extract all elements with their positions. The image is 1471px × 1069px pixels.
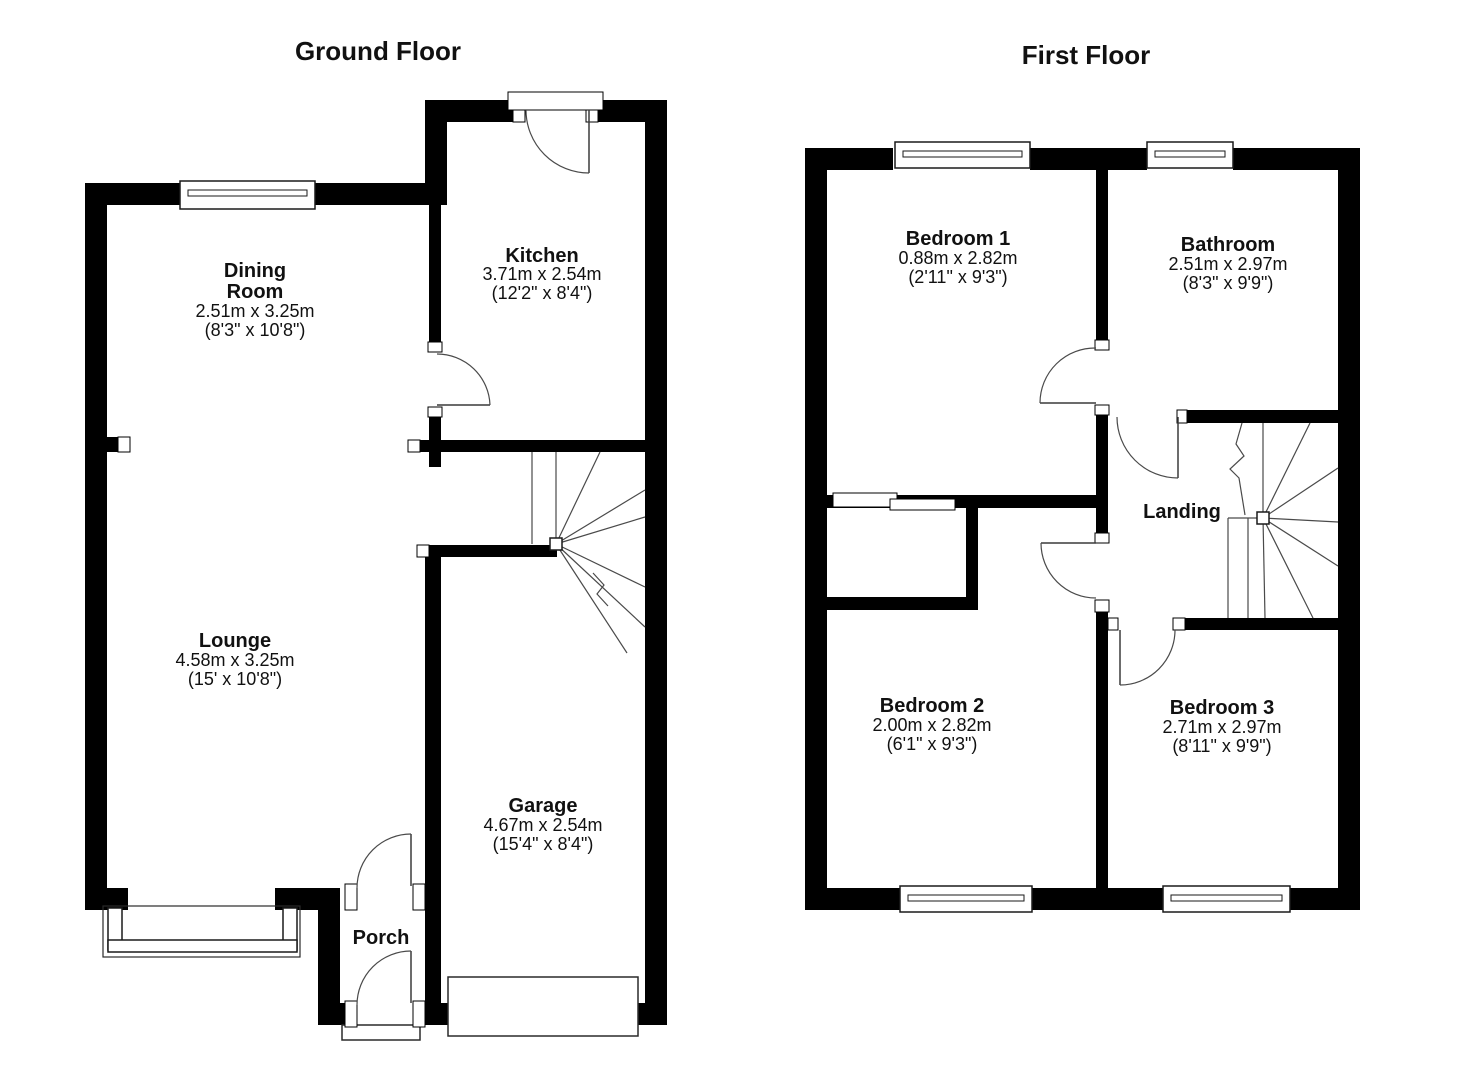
ground-floor-plan: Ground Floor <box>85 36 667 1041</box>
bathroom-imperial: (8'3" x 9'9") <box>1183 273 1274 293</box>
dining-room-window <box>179 180 316 210</box>
bedroom3-metric: 2.71m x 2.97m <box>1162 717 1281 737</box>
first-floor-stairs <box>1227 422 1339 619</box>
overstairs-recess <box>832 492 898 508</box>
kitchen-metric: 3.71m x 2.54m <box>482 264 601 284</box>
kitchen-label: Kitchen <box>505 245 578 267</box>
dining-room-metric: 2.51m x 3.25m <box>195 301 314 321</box>
bedroom3-window <box>1162 885 1291 913</box>
bathroom-metric: 2.51m x 2.97m <box>1168 254 1287 274</box>
first-floor-title: First Floor <box>1022 40 1151 70</box>
kitchen-entry-door <box>507 91 604 174</box>
ground-floor-stairs <box>531 451 646 654</box>
bedroom2-label: Bedroom 2 <box>880 695 984 717</box>
bedroom3-door <box>1119 629 1176 686</box>
porch-inner-door <box>356 833 412 889</box>
garage-imperial: (15'4" x 8'4") <box>493 834 594 854</box>
bathroom-label: Bathroom <box>1181 234 1275 256</box>
bedroom2-window <box>899 885 1033 913</box>
ground-floor-labels: Dining Room 2.51m x 3.25m (8'3" x 10'8")… <box>175 245 602 949</box>
bay-window <box>102 905 301 958</box>
bedroom1-label: Bedroom 1 <box>906 228 1010 250</box>
garage-metric: 4.67m x 2.54m <box>483 815 602 835</box>
dining-room-imperial: (8'3" x 10'8") <box>205 320 306 340</box>
lounge-label: Lounge <box>199 630 271 652</box>
bedroom2-imperial: (6'1" x 9'3") <box>887 734 978 754</box>
landing-label: Landing <box>1143 501 1221 523</box>
bathroom-door <box>1116 416 1179 479</box>
porch-step <box>341 1024 421 1041</box>
ground-floor-jambs <box>117 105 599 1028</box>
ground-floor-walls <box>85 100 667 1025</box>
bedroom1-metric: 0.88m x 2.82m <box>898 248 1017 268</box>
bedroom1-imperial: (2'11" x 9'3") <box>908 267 1007 287</box>
first-floor-jambs <box>832 339 1188 631</box>
first-floor-plan: First Floor <box>805 40 1360 913</box>
first-floor-labels: Bedroom 1 0.88m x 2.82m (2'11" x 9'3") B… <box>872 228 1287 756</box>
ground-floor-title: Ground Floor <box>295 36 461 66</box>
bedroom2-door <box>1040 542 1097 599</box>
bedroom3-imperial: (8'11" x 9'9") <box>1172 736 1271 756</box>
overstairs-recess-2 <box>889 498 956 511</box>
garage-door <box>447 976 639 1037</box>
bedroom1-window <box>894 141 1031 169</box>
bedroom1-door <box>1039 347 1097 404</box>
bedroom2-metric: 2.00m x 2.82m <box>872 715 991 735</box>
kitchen-imperial: (12'2" x 8'4") <box>492 283 593 303</box>
garage-label: Garage <box>509 795 578 817</box>
porch-front-door <box>356 950 412 1006</box>
stair-newel-post <box>549 537 563 551</box>
dining-room-label-2: Room <box>227 281 284 303</box>
stair-newel-post-first <box>1256 511 1270 525</box>
dining-kitchen-door <box>436 353 491 406</box>
lounge-imperial: (15' x 10'8") <box>188 669 282 689</box>
porch-label: Porch <box>353 927 410 949</box>
bathroom-window <box>1146 141 1234 169</box>
dining-room-label: Dining <box>224 260 286 282</box>
lounge-metric: 4.58m x 3.25m <box>175 650 294 670</box>
bedroom3-label: Bedroom 3 <box>1170 697 1274 719</box>
